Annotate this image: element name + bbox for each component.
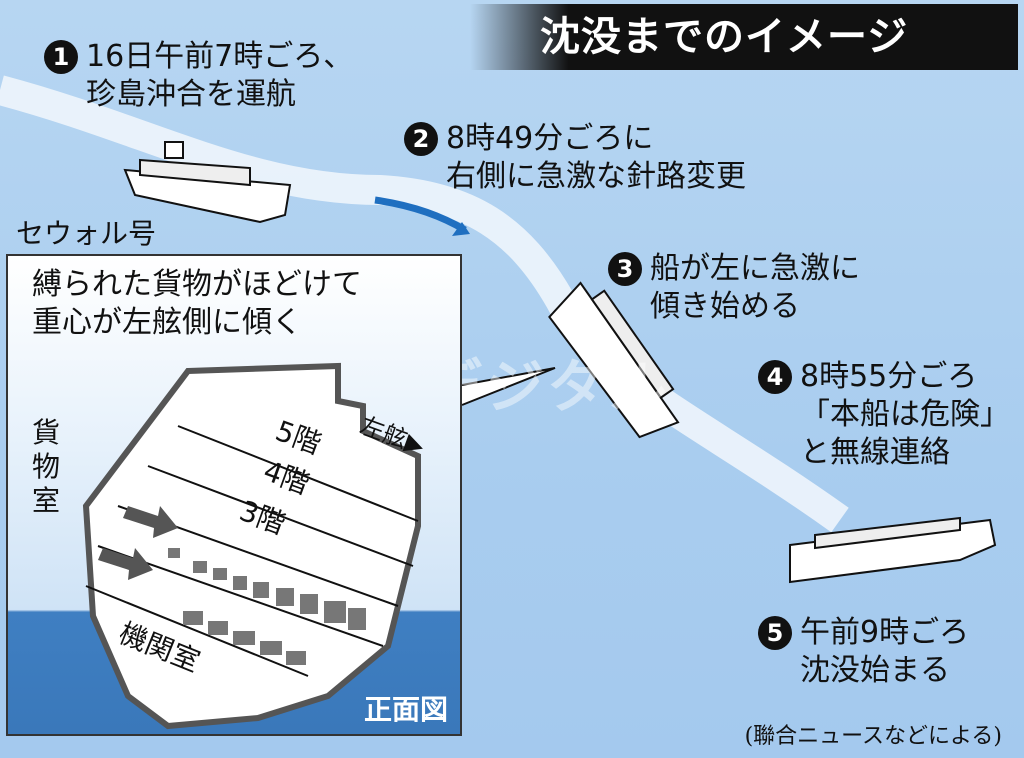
cross-section-inset: 縛られた貨物がほどけて重心が左舷側に傾く 5階 4階 3階 左舷▶ 貨物室 機関… [6,254,462,736]
step-4: 4 8時55分ごろ「本船は危険」と無線連絡 [758,358,1010,472]
step-text: 傾き始める [650,289,800,324]
step-2: 2 8時49分ごろに右側に急激な針路変更 [404,120,746,196]
ship-1 [123,141,292,224]
source-note: (聯合ニュースなどによる) [744,724,1002,749]
inset-caption: 縛られた貨物がほどけて重心が左舷側に傾く [32,267,362,340]
deck-line [177,425,419,522]
hull-cross-section [82,362,421,730]
course-change-arrow [374,196,467,234]
page-title: 沈没までのイメージ [470,4,1018,70]
ship-5 [789,516,997,584]
step-3: 3 船が左に急激に傾き始める [608,250,860,326]
deck-line [147,465,414,567]
step-text: 珍島沖合を運航 [86,77,296,112]
step-1: 1 16日午前7時ごろ、珍島沖合を運航 [44,38,353,114]
ship-name-label: セウォル号 [16,217,157,250]
step-text: 8時49分ごろに [446,121,654,156]
step-number: 3 [608,252,642,286]
step-text: 午前9時ごろ [800,615,970,650]
step-number: 1 [44,40,78,74]
arrow-head [452,222,470,236]
step-text: 8時55分ごろ [800,359,978,394]
step-text: と無線連絡 [800,435,950,470]
step-number: 2 [404,122,438,156]
callout-pointer [461,367,556,406]
deck-line [85,585,309,677]
shifted-cargo [168,548,366,665]
ship-3 [548,281,680,439]
step-text: 右側に急激な針路変更 [446,159,746,194]
step-text: 16日午前7時ごろ、 [86,39,354,74]
front-view-label: 正面図 [363,693,448,726]
cargo-hold-label: 貨物室 [32,416,61,517]
step-5: 5 午前9時ごろ沈没始まる [758,614,969,690]
hull [82,362,421,730]
step-number: 4 [758,360,792,394]
step-text: 「本船は危険」 [800,397,1010,432]
step-number: 5 [758,616,792,650]
cargo-arrows [98,506,178,580]
step-text: 船が左に急激に [650,251,860,286]
step-text: 沈没始まる [800,653,950,688]
